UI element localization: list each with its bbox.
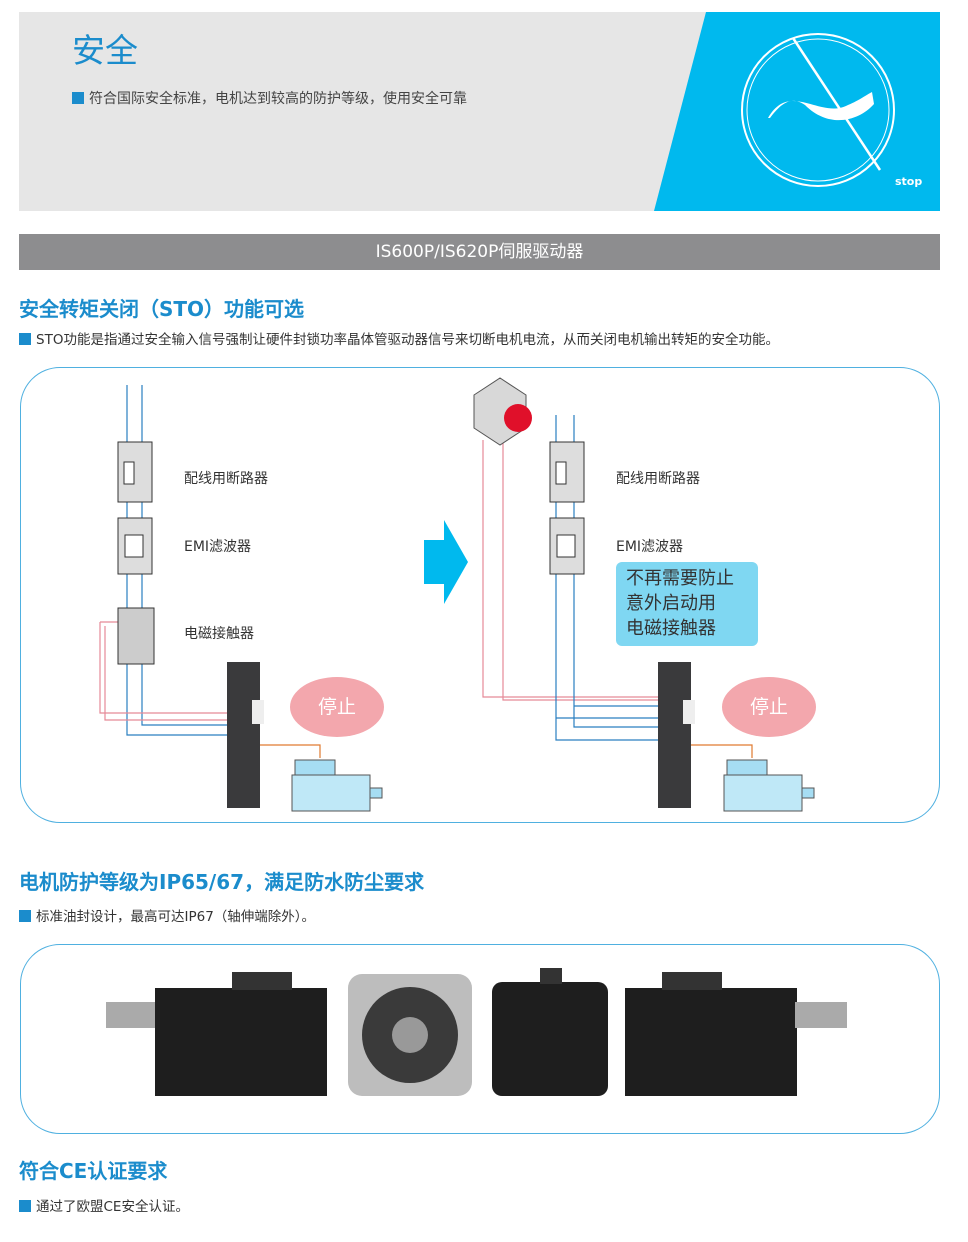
servo-motor-icon bbox=[723, 759, 815, 812]
ce-desc: 通过了欧盟CE安全认证。 bbox=[19, 1195, 189, 1215]
product-bar: IS600P/IS620P伺服驱动器 bbox=[19, 234, 940, 270]
breaker-icon bbox=[549, 441, 585, 503]
arrow-right-icon bbox=[424, 520, 468, 604]
contactor-icon bbox=[117, 607, 155, 665]
breaker-label: 配线用断路器 bbox=[616, 471, 700, 487]
sto-desc: STO功能是指通过安全输入信号强制让硬件封锁功率晶体管驱动器信号来切断电机电流，… bbox=[19, 328, 779, 348]
ip-desc: 标准油封设计，最高可达IP67（轴伸端除外）。 bbox=[19, 905, 315, 925]
note-line: 意外启动用 bbox=[626, 593, 716, 614]
ip-desc-text: 标准油封设计，最高可达IP67（轴伸端除外）。 bbox=[36, 909, 316, 925]
hero-bullet-text: 符合国际安全标准，电机达到较高的防护等级，使用安全可靠 bbox=[89, 91, 467, 107]
svg-text:stop: stop bbox=[895, 175, 922, 188]
motor-photo-box bbox=[20, 944, 940, 1134]
sto-desc-text: STO功能是指通过安全输入信号强制让硬件封锁功率晶体管驱动器信号来切断电机电流，… bbox=[36, 332, 779, 348]
emi-filter-icon bbox=[117, 517, 153, 575]
hero-bullet: 符合国际安全标准，电机达到较高的防护等级，使用安全可靠 bbox=[72, 88, 467, 108]
ip-heading: 电机防护等级为IP65/67，满足防水防尘要求 bbox=[19, 870, 425, 894]
emi-label: EMI滤波器 bbox=[184, 539, 252, 555]
sto-diagram bbox=[99, 377, 815, 812]
note-line: 不再需要防止 bbox=[626, 568, 734, 589]
servo-drive-icon bbox=[658, 662, 695, 808]
motor-photos bbox=[106, 968, 847, 1096]
ce-desc-text: 通过了欧盟CE安全认证。 bbox=[36, 1199, 189, 1215]
sto-heading: 安全转矩关闭（STO）功能可选 bbox=[19, 297, 305, 321]
motor-rear-image bbox=[492, 968, 608, 1096]
note-line: 电磁接触器 bbox=[626, 618, 716, 639]
ce-heading: 符合CE认证要求 bbox=[19, 1159, 168, 1183]
bullet-icon bbox=[19, 910, 31, 922]
contactor-label: 电磁接触器 bbox=[184, 626, 254, 642]
emi-label: EMI滤波器 bbox=[616, 539, 684, 555]
emi-filter-icon bbox=[549, 517, 585, 575]
contactor-note: 不再需要防止 意外启动用 电磁接触器 bbox=[616, 562, 758, 646]
bullet-icon bbox=[19, 333, 31, 345]
motor-side-left-image bbox=[106, 972, 327, 1096]
emergency-stop-icon bbox=[473, 377, 532, 446]
stop-badge: 停止 bbox=[722, 677, 816, 737]
motor-flange-image bbox=[348, 974, 472, 1096]
bullet-icon bbox=[72, 92, 84, 104]
breaker-icon bbox=[117, 441, 153, 503]
stop-logo: stop bbox=[654, 12, 940, 211]
motor-side-right-image bbox=[625, 972, 847, 1096]
bullet-icon bbox=[19, 1200, 31, 1212]
breaker-label: 配线用断路器 bbox=[184, 471, 268, 487]
sto-diagram-box bbox=[20, 367, 940, 823]
servo-drive-icon bbox=[227, 662, 264, 808]
stop-badge: 停止 bbox=[290, 677, 384, 737]
page-title: 安全 bbox=[72, 31, 138, 70]
servo-motor-icon bbox=[291, 759, 383, 812]
